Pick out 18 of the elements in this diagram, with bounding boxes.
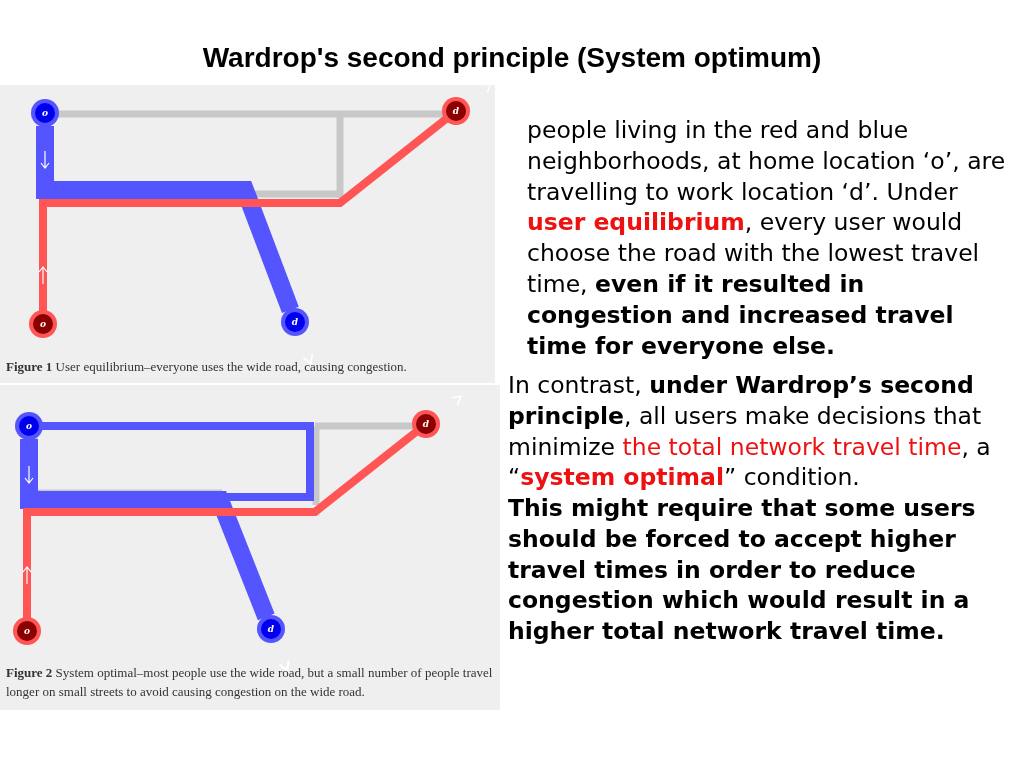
origin-node: o: [35, 103, 55, 123]
destination-node: d: [285, 312, 305, 332]
figure-panel: [0, 385, 500, 710]
slide-title: Wardrop's second principle (System optimum): [201, 42, 823, 74]
destination-node: d: [416, 414, 436, 434]
route-line: [36, 126, 314, 365]
body-paragraph: people living in the red and blue neighborhoods, at home location ‘o’, are travelling to work location ‘d’. Under user equilibrium, every user would choose the road with the lowest travel time, even if it resulted in congestion and increased travel time for everyone else.: [527, 115, 1007, 362]
figure-caption: Figure 2 System optimal–most people use the wide road, but a small number of people travel longer on small streets to avoid causing congestion on the wide road.: [6, 664, 494, 701]
origin-node: o: [19, 416, 39, 436]
origin-node: o: [33, 314, 53, 334]
origin-node: o: [17, 621, 37, 641]
destination-node: d: [446, 101, 466, 121]
body-paragraph: In contrast, under Wardrop’s second principle, all users make decisions that minimize the total network travel time, a “system optimal” condition.: [508, 370, 992, 494]
figure-caption: Figure 1 User equilibrium–everyone uses the wide road, causing congestion.: [6, 358, 408, 376]
figure-panel: [0, 85, 495, 383]
body-paragraph: This might require that some users should be forced to accept higher travel times in order to reduce congestion which would result in a higher total network travel time.: [508, 493, 977, 647]
destination-node: d: [261, 619, 281, 639]
route-line: [20, 439, 290, 672]
